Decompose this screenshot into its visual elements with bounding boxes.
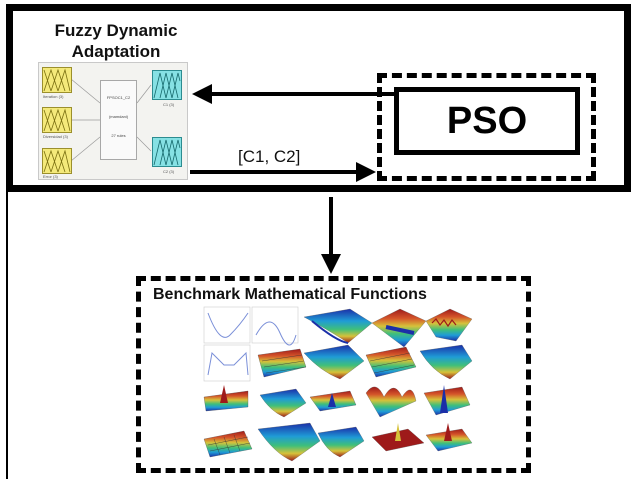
triangle-mf-icon [43, 149, 71, 173]
surface-plot-grid-1 [257, 348, 307, 378]
title-line-1: Fuzzy Dynamic [54, 21, 178, 40]
c1-c2-label: [C1, C2] [238, 147, 301, 166]
fis-rule-block: FPSOC1_C2 (mamdani) 27 rules [100, 80, 137, 160]
triangle-mf-icon [43, 68, 71, 92]
line-plot-thumbnail-2 [251, 306, 299, 346]
surface-plot-drop [423, 385, 471, 416]
fuzzy-dynamic-adaptation-title: Fuzzy Dynamic Adaptation [36, 20, 196, 62]
benchmark-function-plots [203, 306, 473, 462]
surface-plot-bowl-5 [257, 422, 321, 462]
input-label-diversity: Diversidad (3) [43, 134, 68, 139]
output-label-c1: C1 (3) [163, 102, 175, 107]
output-label-c2: C2 (3) [163, 169, 175, 174]
surface-plot-bowl-6 [317, 426, 365, 458]
pso-dashed-box [377, 73, 596, 181]
surface-plot-rastrigin-1 [425, 308, 473, 342]
surface-plot-bowl-2 [303, 344, 365, 380]
fis-type: (mamdani) [108, 114, 129, 119]
surface-plot-flat-spike [371, 423, 425, 452]
pso-box: PSO [394, 87, 580, 155]
output-mf-c1-icon [152, 70, 182, 100]
surface-plot-grid-2 [365, 346, 417, 378]
surface-plot-ridge [371, 308, 427, 348]
left-border-line [6, 192, 8, 479]
pso-label: PSO [446, 99, 528, 142]
triangle-mf-icon [153, 139, 181, 166]
fuzzy-system-panel: Iteration (3) Diversidad (3) Error (3) F… [38, 62, 188, 180]
output-mf-c2-icon [152, 137, 182, 167]
line-plot-thumbnail-3 [203, 344, 251, 382]
triangle-mf-icon [43, 108, 71, 132]
fuzzy-adaptation-frame [6, 4, 631, 192]
fis-rule-count: 27 rules [111, 133, 126, 138]
surface-plot-spike-1 [203, 385, 249, 412]
input-mf-error-icon [42, 148, 72, 174]
input-mf-iteration-icon [42, 67, 72, 93]
surface-plot-peak [425, 423, 473, 452]
benchmark-dashed-box [136, 276, 531, 473]
surface-plot-grid-3 [203, 430, 253, 458]
surface-plot-bowl-4 [259, 388, 307, 418]
title-line-2: Adaptation [71, 42, 161, 61]
triangle-mf-icon [153, 72, 181, 99]
benchmark-title: Benchmark Mathematical Functions [153, 286, 427, 303]
fis-connections [70, 78, 152, 162]
input-label-iteration: Iteration (3) [43, 94, 64, 99]
fis-name: FPSOC1_C2 [106, 95, 131, 100]
surface-plot-spike-2 [309, 390, 357, 412]
line-plot-thumbnail-1 [203, 306, 251, 344]
input-label-error: Error (3) [43, 174, 58, 179]
surface-plot-waves [365, 386, 417, 418]
surface-plot-bowl-3 [419, 344, 473, 380]
surface-plot-bowl-1 [303, 308, 373, 344]
input-mf-diversity-icon [42, 107, 72, 133]
